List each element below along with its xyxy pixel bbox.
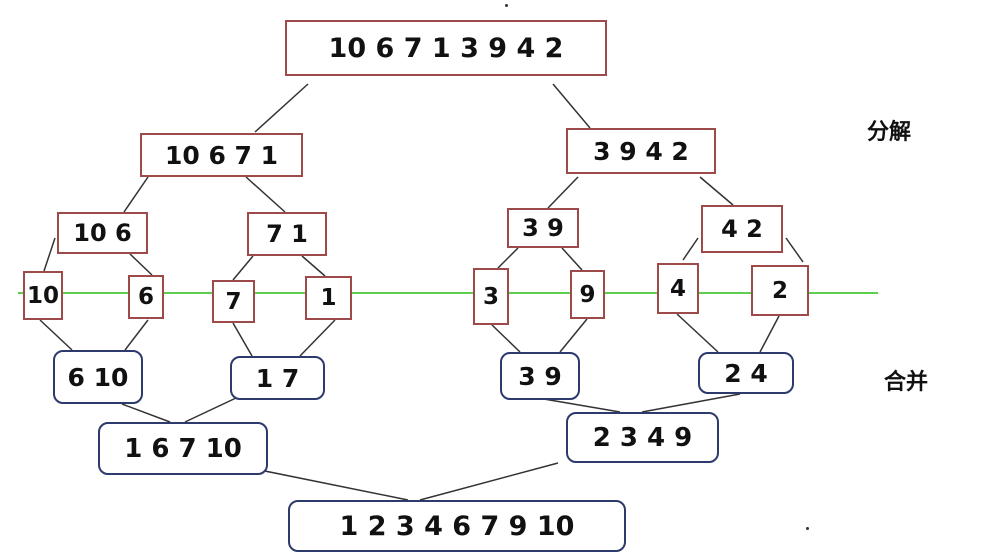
connector — [249, 467, 409, 501]
connector — [184, 397, 237, 423]
node-root: 10 6 7 1 3 9 4 2 — [285, 20, 607, 76]
connector — [682, 237, 699, 261]
connector — [641, 393, 741, 413]
connector — [561, 247, 583, 271]
connector — [419, 462, 559, 501]
node-leaf: 1 — [305, 276, 352, 320]
connector — [559, 318, 588, 353]
node-leaf: 10 — [23, 271, 63, 320]
node-l2-c: 3 9 — [507, 208, 579, 248]
connector — [43, 237, 56, 272]
node-leaf: 2 — [751, 265, 809, 316]
connector — [232, 255, 254, 281]
merge-label: 合并 — [884, 370, 929, 395]
connector — [254, 83, 309, 133]
connector — [124, 319, 149, 351]
connector — [121, 403, 171, 423]
node-merge-1d: 2 4 — [698, 352, 794, 394]
node-merge-1c: 3 9 — [500, 352, 580, 400]
node-merge-1a: 6 10 — [53, 350, 143, 404]
connector — [123, 176, 149, 213]
connector — [232, 322, 253, 357]
node-leaf: 9 — [570, 270, 605, 319]
connector — [301, 255, 326, 277]
node-leaf: 6 — [128, 275, 164, 319]
node-l2-d: 4 2 — [701, 205, 783, 253]
connector — [491, 324, 521, 353]
node-l1-right: 3 9 4 2 — [566, 128, 716, 174]
node-leaf: 3 — [473, 268, 509, 325]
node-merge-2-right: 2 3 4 9 — [566, 412, 719, 463]
node-leaf: 7 — [212, 280, 255, 323]
stray-dot — [806, 527, 809, 530]
connector — [699, 176, 734, 206]
node-leaf: 4 — [657, 263, 699, 314]
split-label: 分解 — [867, 120, 912, 145]
connector — [537, 397, 621, 413]
stray-dot — [505, 4, 508, 7]
connector — [759, 315, 780, 353]
node-l2-a: 10 6 — [57, 212, 148, 254]
connector — [497, 247, 519, 269]
connector — [129, 253, 153, 276]
connector — [785, 237, 804, 263]
connector — [245, 176, 286, 213]
connector — [299, 319, 336, 357]
connector — [676, 313, 719, 353]
node-merge-2-left: 1 6 7 10 — [98, 422, 268, 475]
node-l2-b: 7 1 — [247, 212, 327, 256]
node-result: 1 2 3 4 6 7 9 10 — [288, 500, 626, 552]
connector — [552, 83, 591, 129]
connector — [547, 176, 579, 209]
node-l1-left: 10 6 7 1 — [140, 133, 303, 177]
node-merge-1b: 1 7 — [230, 356, 325, 400]
connector — [39, 319, 73, 351]
